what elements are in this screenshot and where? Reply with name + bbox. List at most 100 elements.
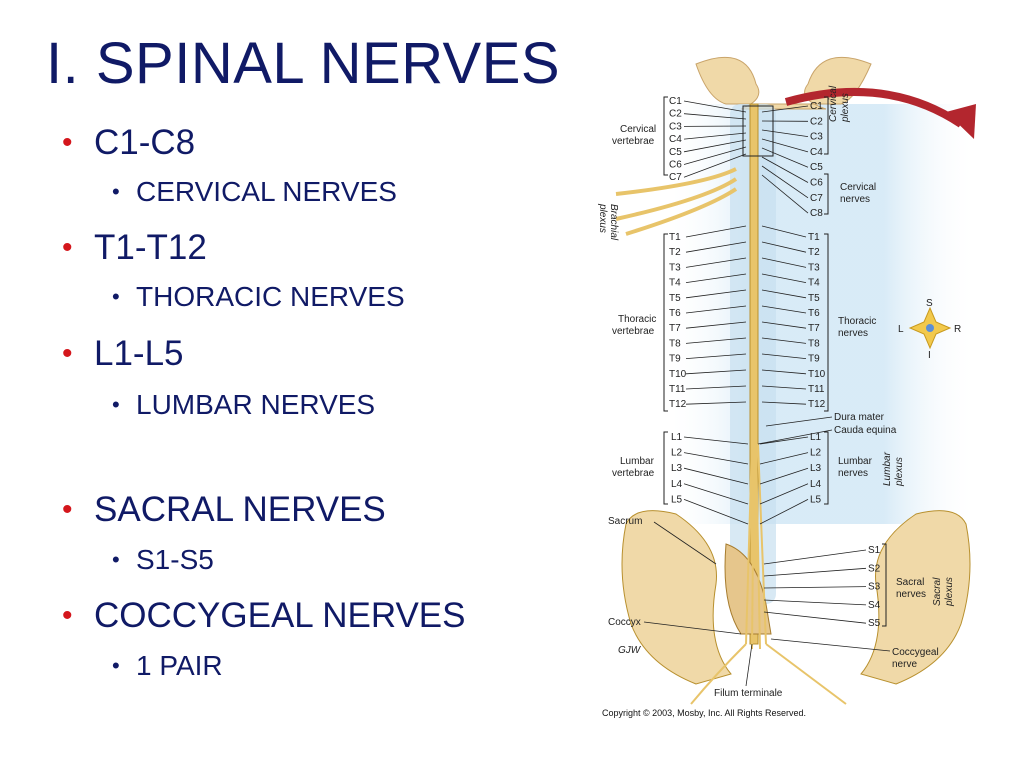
- left-thoracic-level-T10: T10: [669, 369, 687, 380]
- thoracic-nerves-label-1: Thoracic: [838, 316, 876, 327]
- cauda-equina-leader: [757, 429, 833, 445]
- bullet-text: T1-T12: [94, 228, 207, 267]
- left-thoracic-level-T4: T4: [669, 278, 681, 289]
- thoracic-nerves-label-2: nerves: [838, 328, 868, 339]
- left-thoracic-level-T3: T3: [669, 262, 681, 273]
- right-thoracic-leader-T12: [761, 401, 807, 405]
- left-thoracic-level-T8: T8: [669, 338, 681, 349]
- left-lumbar-level-L1: L1: [671, 432, 683, 443]
- compass-left: L: [898, 324, 904, 335]
- right-lumbar-leader-L5: [759, 499, 809, 525]
- cauda-equina-nerves: [690, 443, 847, 705]
- right-thoracic-level-T8: T8: [808, 338, 820, 349]
- left-cervical-leader-C4: [683, 132, 747, 140]
- left-thoracic-level-T6: T6: [669, 308, 681, 319]
- sub-bullet-coccygeal: •1 PAIR: [112, 650, 223, 682]
- sacral-level-S4: S4: [868, 600, 881, 611]
- sub-bullet-cervical: •CERVICAL NERVES: [112, 176, 397, 208]
- lumbar-vertebrae-label-2: vertebrae: [612, 468, 655, 479]
- bullet-coccygeal: •COCCYGEAL NERVES: [62, 596, 466, 636]
- left-thoracic-level-T2: T2: [669, 247, 681, 258]
- right-lumbar-leader-L1: [759, 436, 809, 445]
- sub-bullet-lumbar: • LUMBAR NERVES: [112, 389, 375, 421]
- sub-bullet-text: THORACIC NERVES: [136, 281, 405, 312]
- left-thoracic-leader-T1: [685, 225, 747, 238]
- left-thoracic-leader-T6: [685, 305, 747, 314]
- cervical-plexus-label-2: plexus: [840, 93, 851, 123]
- pointer-arrow-shaft: [784, 87, 964, 128]
- right-thoracic-level-T9: T9: [808, 354, 820, 365]
- left-cervical-leader-C5: [683, 139, 747, 153]
- sacral-leader-S5: [763, 611, 867, 624]
- right-thoracic-level-T5: T5: [808, 293, 820, 304]
- right-lumbar-leader-L3: [759, 467, 809, 485]
- right-lumbar-level-L4: L4: [810, 479, 822, 490]
- left-thoracic-leader-T9: [685, 353, 747, 359]
- sub-bullet-text: LUMBAR NERVES: [136, 389, 376, 420]
- compass-right: R: [954, 324, 961, 335]
- cauda-equina-label: Cauda equina: [834, 425, 897, 436]
- bullet-list: •C1-C8 •CERVICAL NERVES •T1-T12 •THORACI…: [62, 0, 602, 768]
- left-thoracic-leader-T7: [685, 321, 747, 329]
- right-lumbar-level-L1: L1: [810, 432, 822, 443]
- left-thoracic-leader-T4: [685, 273, 747, 283]
- sub-bullet-marker: •: [112, 547, 120, 572]
- right-cervical-leader-C7: [761, 165, 809, 199]
- right-cervical-leader-C4: [761, 138, 809, 153]
- left-lumbar-level-L2: L2: [671, 448, 683, 459]
- bullet-text: C1-C8: [94, 123, 196, 162]
- right-thoracic-leader-T6: [761, 305, 807, 314]
- left-thoracic-leader-T2: [685, 241, 747, 253]
- sacral-level-S1: S1: [868, 545, 881, 556]
- filum-terminale-label: Filum terminale: [714, 688, 783, 699]
- right-cervical-leader-C1: [761, 105, 809, 113]
- left-thoracic-leader-T10: [685, 369, 747, 375]
- vertebral-column: [730, 103, 776, 645]
- left-lumbar-leader-L1: [683, 436, 749, 445]
- cervical-vertebrae-label-1: Cervical: [620, 124, 656, 135]
- bullet-cervical: • C1-C8: [62, 123, 195, 163]
- right-cervical-level-C5: C5: [810, 162, 823, 173]
- right-cervical-level-C8: C8: [810, 208, 823, 219]
- sacral-level-S3: S3: [868, 582, 881, 593]
- right-cervical-leader-C6: [761, 156, 809, 183]
- coccygeal-nerve-leader: [770, 638, 891, 652]
- sacral-leader-S3: [763, 586, 867, 589]
- left-cervical-level-C4: C4: [669, 134, 682, 145]
- left-lumbar-leader-L2: [683, 452, 749, 465]
- sacral-level-S5: S5: [868, 618, 881, 629]
- right-thoracic-leader-T8: [761, 337, 807, 344]
- left-thoracic-level-T1: T1: [669, 232, 681, 243]
- right-thoracic-leader-T5: [761, 289, 807, 299]
- sub-bullet-marker: •: [112, 392, 120, 417]
- artist-initials: GJW: [618, 645, 642, 656]
- right-cervical-leader-C3: [761, 129, 809, 137]
- bullet-text: L1-L5: [94, 334, 184, 373]
- left-cervical-level-C1: C1: [669, 96, 682, 107]
- right-thoracic-level-T12: T12: [808, 399, 826, 410]
- bullet-thoracic: •T1-T12: [62, 228, 207, 268]
- right-lumbar-level-L2: L2: [810, 448, 822, 459]
- sacrum-leader: [653, 521, 717, 565]
- right-thoracic-level-T6: T6: [808, 308, 820, 319]
- sacral-leader-S1: [763, 549, 867, 565]
- right-thoracic-leader-T9: [761, 353, 807, 359]
- cervical-plexus-label-1: Cervical: [828, 85, 839, 122]
- left-cervical-leader-C1: [683, 100, 747, 113]
- nerve-leader-lines: [643, 100, 891, 687]
- dura-mater-label: Dura mater: [834, 412, 885, 423]
- right-cervical-level-C2: C2: [810, 116, 823, 127]
- cervical-nerves-label-2: nerves: [840, 194, 870, 205]
- right-cervical-leader-C8: [761, 174, 809, 214]
- lumbar-plexus-label-1: Lumbar: [882, 451, 893, 486]
- left-thoracic-level-T9: T9: [669, 354, 681, 365]
- right-thoracic-leader-T4: [761, 273, 807, 283]
- coccyx-leader: [643, 621, 742, 635]
- sacral-level-S2: S2: [868, 563, 881, 574]
- left-lumbar-level-L3: L3: [671, 463, 683, 474]
- right-thoracic-level-T1: T1: [808, 232, 820, 243]
- bullet-marker: •: [62, 126, 73, 159]
